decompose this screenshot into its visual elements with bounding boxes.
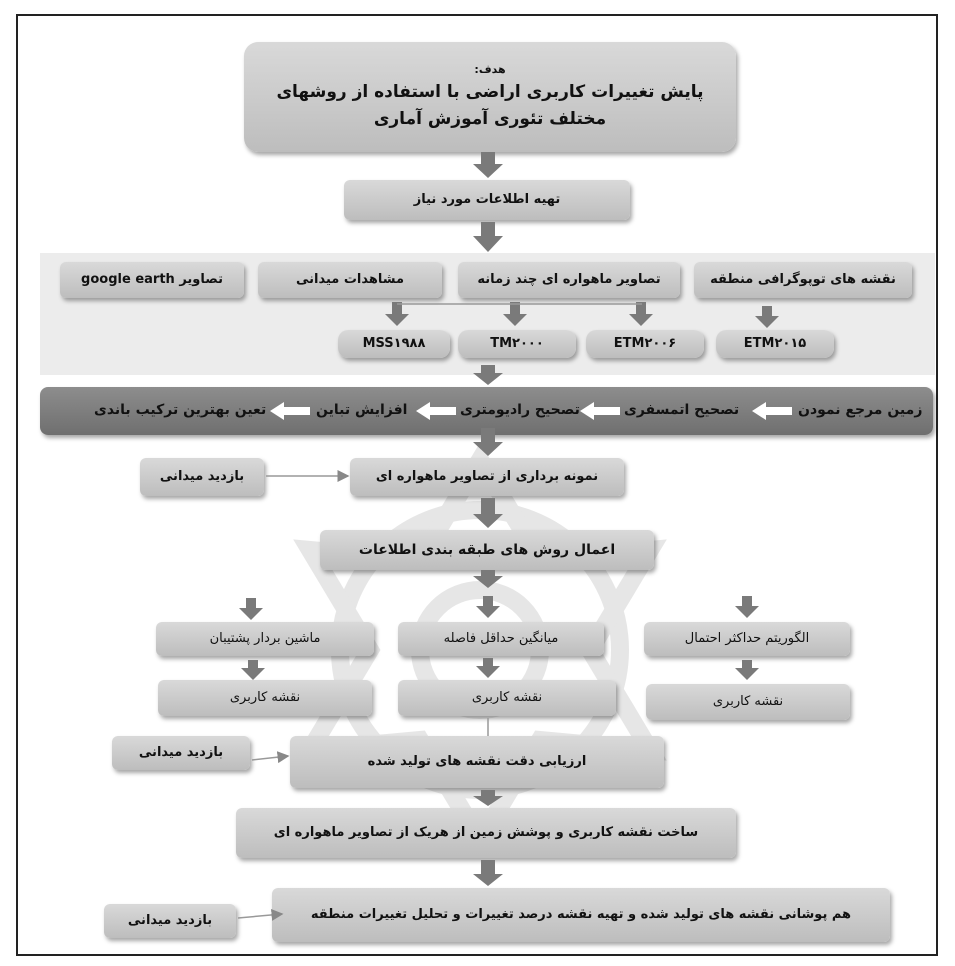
preprocess-radiometric: تصحیح رادیومتری — [460, 402, 580, 418]
prepare-label: تهیه اطلاعات مورد نیاز — [413, 192, 561, 208]
field-visit-3-label: بازدید میدانی — [127, 913, 213, 929]
image-etm2006-box: ETM۲۰۰۶ — [586, 330, 704, 358]
accuracy-label: ارزیابی دقت نقشه های تولید شده — [367, 754, 587, 770]
sampling-box: نمونه برداری از تصاویر ماهواره ای — [350, 458, 624, 496]
method-mlc-label: الگوریتم حداکثر احتمال — [684, 631, 810, 647]
image-etm2015-label: ETM۲۰۱۵ — [743, 336, 807, 352]
build-maps-box: ساخت نقشه کاربری و پوشش زمین از هریک از … — [236, 808, 736, 858]
preprocess-georef: زمین مرجع نمودن — [798, 402, 923, 418]
input-google-box: تصاویر google earth — [60, 262, 244, 298]
landuse-map-3-box: نقشه کاربری — [158, 680, 372, 716]
down-arrow-icon — [239, 152, 779, 886]
method-mindist-label: میانگین حداقل فاصله — [443, 631, 559, 647]
image-tm2000-label: TM۲۰۰۰ — [490, 336, 544, 352]
preprocess-contrast: افزایش تباین — [316, 402, 408, 418]
goal-box: هدف: پایش تغییرات کاربری اراضی با استفاد… — [244, 42, 736, 152]
input-topo-box: نقشه های توپوگرافی منطقه — [694, 262, 912, 298]
white-arrow-icon — [580, 402, 620, 420]
landuse-map-1-box: نقشه کاربری — [646, 684, 850, 720]
image-mss1988-label: MSS۱۹۸۸ — [362, 336, 426, 352]
white-arrow-icon — [752, 402, 792, 420]
field-visit-1-label: بازدید میدانی — [159, 469, 245, 485]
accuracy-box: ارزیابی دقت نقشه های تولید شده — [290, 736, 664, 788]
landuse-map-2-label: نقشه کاربری — [471, 690, 543, 706]
goal-label: هدف: — [474, 62, 506, 76]
input-fieldobs-box: مشاهدات میدانی — [258, 262, 442, 298]
field-visit-2-box: بازدید میدانی — [112, 736, 250, 770]
preprocess-atmospheric: تصحیح اتمسفری — [624, 402, 740, 418]
input-fieldobs-label: مشاهدات میدانی — [295, 272, 405, 288]
classification-box: اعمال روش های طبقه بندی اطلاعات — [320, 530, 654, 570]
image-etm2006-label: ETM۲۰۰۶ — [613, 336, 677, 352]
prepare-box: تهیه اطلاعات مورد نیاز — [344, 180, 630, 220]
overlay-box: هم پوشانی نقشه های تولید شده و تهیه نقشه… — [272, 888, 890, 942]
field-visit-3-box: بازدید میدانی — [104, 904, 236, 938]
white-arrow-icon — [416, 402, 456, 420]
preprocess-band-combo: تعین بهترین ترکیب باندی — [94, 402, 267, 418]
input-satellite-label: تصاویر ماهواره ای چند زمانه — [477, 272, 661, 288]
image-etm2015-box: ETM۲۰۱۵ — [716, 330, 834, 358]
method-mindist-box: میانگین حداقل فاصله — [398, 622, 604, 656]
input-google-label: تصاویر google earth — [81, 272, 223, 288]
method-svm-label: ماشین بردار پشتیبان — [209, 631, 321, 647]
goal-line-1: پایش تغییرات کاربری اراضی با استفاده از … — [276, 82, 704, 103]
landuse-map-1-label: نقشه کاربری — [712, 694, 784, 710]
white-arrow-icon — [270, 402, 310, 420]
input-topo-label: نقشه های توپوگرافی منطقه — [710, 272, 896, 288]
image-mss1988-box: MSS۱۹۸۸ — [338, 330, 450, 358]
field-visit-1-box: بازدید میدانی — [140, 458, 264, 496]
image-tm2000-box: TM۲۰۰۰ — [458, 330, 576, 358]
field-visit-2-label: بازدید میدانی — [138, 745, 224, 761]
sampling-label: نمونه برداری از تصاویر ماهواره ای — [375, 469, 599, 485]
build-maps-label: ساخت نقشه کاربری و پوشش زمین از هریک از … — [273, 825, 699, 841]
method-svm-box: ماشین بردار پشتیبان — [156, 622, 374, 656]
overlay-label: هم پوشانی نقشه های تولید شده و تهیه نقشه… — [310, 907, 852, 923]
goal-line-2: مختلف تئوری آموزش آماری — [373, 109, 607, 130]
landuse-map-2-box: نقشه کاربری — [398, 680, 616, 716]
landuse-map-3-label: نقشه کاربری — [229, 690, 301, 706]
classification-label: اعمال روش های طبقه بندی اطلاعات — [358, 541, 616, 558]
method-mlc-box: الگوریتم حداکثر احتمال — [644, 622, 850, 656]
input-satellite-box: تصاویر ماهواره ای چند زمانه — [458, 262, 680, 298]
